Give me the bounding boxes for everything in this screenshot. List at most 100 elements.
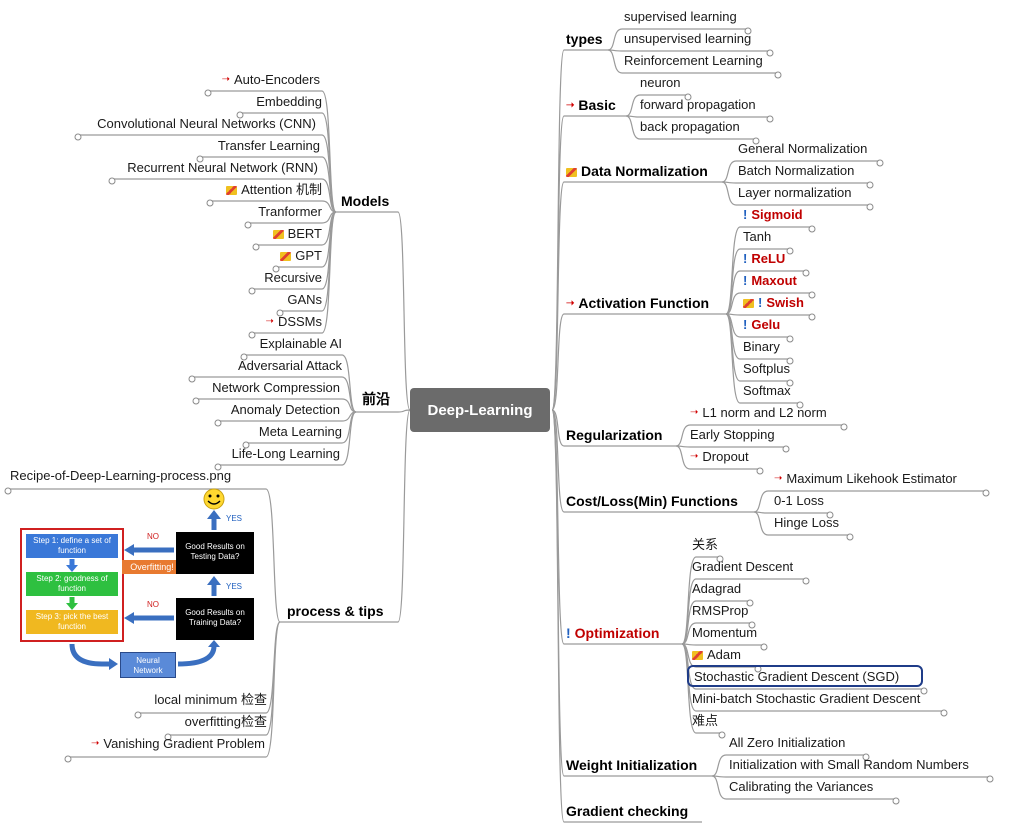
collapse-dot[interactable] bbox=[752, 137, 760, 145]
branch-frontier[interactable]: 前沿 bbox=[362, 391, 390, 407]
collapse-dot[interactable] bbox=[206, 199, 214, 207]
collapse-dot[interactable] bbox=[74, 133, 82, 141]
collapse-dot[interactable] bbox=[244, 221, 252, 229]
node-gans[interactable]: GANs bbox=[287, 292, 322, 307]
collapse-dot[interactable] bbox=[188, 375, 196, 383]
node-sigmoid[interactable]: !Sigmoid bbox=[743, 207, 803, 223]
node-neuron[interactable]: neuron bbox=[640, 75, 681, 90]
node-bert[interactable]: BERT bbox=[272, 226, 322, 242]
collapse-dot[interactable] bbox=[746, 599, 754, 607]
node-cnn[interactable]: Convolutional Neural Networks (CNN) bbox=[97, 116, 316, 131]
node-early-stopping[interactable]: Early Stopping bbox=[690, 427, 775, 442]
node-batch-normalization[interactable]: Batch Normalization bbox=[738, 163, 855, 178]
collapse-dot[interactable] bbox=[774, 71, 782, 79]
node-anomaly-detection[interactable]: Anomaly Detection bbox=[230, 402, 340, 417]
collapse-dot[interactable] bbox=[846, 533, 854, 541]
node-vanishing-gradient[interactable]: ➝Vanishing Gradient Problem bbox=[91, 736, 265, 752]
node-recursive[interactable]: Recursive bbox=[264, 270, 322, 285]
node-overfitting-check[interactable]: overfitting检查 bbox=[184, 714, 267, 729]
collapse-dot[interactable] bbox=[204, 89, 212, 97]
node-relu[interactable]: !ReLU bbox=[743, 251, 785, 267]
collapse-dot[interactable] bbox=[786, 379, 794, 387]
collapse-dot[interactable] bbox=[808, 291, 816, 299]
branch-activation-function[interactable]: ➝Activation Function bbox=[566, 294, 709, 313]
collapse-dot[interactable] bbox=[766, 115, 774, 123]
collapse-dot[interactable] bbox=[786, 357, 794, 365]
node-explainable-ai[interactable]: Explainable AI bbox=[259, 336, 342, 351]
node-reinforcement-learning[interactable]: Reinforcement Learning bbox=[624, 53, 763, 68]
collapse-dot[interactable] bbox=[940, 709, 948, 717]
node-network-compression[interactable]: Network Compression bbox=[212, 380, 340, 395]
node-small-random-init[interactable]: Initialization with Small Random Numbers bbox=[729, 757, 969, 772]
collapse-dot[interactable] bbox=[808, 225, 816, 233]
node-recipe-image-title[interactable]: Recipe-of-Deep-Learning-process.png bbox=[10, 468, 232, 483]
collapse-dot[interactable] bbox=[760, 643, 768, 651]
collapse-dot[interactable] bbox=[786, 335, 794, 343]
node-gelu[interactable]: !Gelu bbox=[743, 317, 780, 333]
branch-basic[interactable]: ➝Basic bbox=[566, 96, 616, 115]
node-swish[interactable]: !Swish bbox=[743, 295, 804, 311]
collapse-dot[interactable] bbox=[214, 463, 222, 471]
collapse-dot[interactable] bbox=[164, 733, 172, 741]
node-maxout[interactable]: !Maxout bbox=[743, 273, 797, 289]
node-attention[interactable]: Attention 机制 bbox=[226, 182, 322, 198]
collapse-dot[interactable] bbox=[248, 331, 256, 339]
node-forward-propagation[interactable]: forward propagation bbox=[640, 97, 756, 112]
node-0-1-loss[interactable]: 0-1 Loss bbox=[774, 493, 824, 508]
node-layer-normalization[interactable]: Layer normalization bbox=[738, 185, 852, 200]
collapse-dot[interactable] bbox=[240, 353, 248, 361]
collapse-dot[interactable] bbox=[876, 159, 884, 167]
collapse-dot[interactable] bbox=[718, 731, 726, 739]
node-general-normalization[interactable]: General Normalization bbox=[738, 141, 868, 156]
collapse-dot[interactable] bbox=[840, 423, 848, 431]
node-tanh[interactable]: Tanh bbox=[743, 229, 772, 244]
collapse-dot[interactable] bbox=[214, 419, 222, 427]
collapse-dot[interactable] bbox=[192, 397, 200, 405]
collapse-dot[interactable] bbox=[684, 93, 692, 101]
collapse-dot[interactable] bbox=[64, 755, 72, 763]
branch-types[interactable]: types bbox=[566, 31, 603, 47]
node-l1-l2-norm[interactable]: ➝L1 norm and L2 norm bbox=[690, 405, 827, 421]
collapse-dot[interactable] bbox=[196, 155, 204, 163]
node-adam[interactable]: Adam bbox=[692, 647, 741, 663]
collapse-dot[interactable] bbox=[766, 49, 774, 57]
branch-optimization[interactable]: !Optimization bbox=[566, 624, 659, 642]
branch-gradient-checking[interactable]: Gradient checking bbox=[566, 803, 689, 819]
node-tranformer[interactable]: Tranformer bbox=[258, 204, 322, 219]
collapse-dot[interactable] bbox=[252, 243, 260, 251]
node-mini-batch-sgd[interactable]: Mini-batch Stochastic Gradient Descent bbox=[692, 691, 921, 706]
collapse-dot[interactable] bbox=[892, 797, 900, 805]
node-all-zero-initialization[interactable]: All Zero Initialization bbox=[729, 735, 846, 750]
node-sgd[interactable]: Stochastic Gradient Descent (SGD) bbox=[694, 669, 900, 684]
collapse-dot[interactable] bbox=[920, 687, 928, 695]
node-difficulties[interactable]: 难点 bbox=[692, 713, 719, 728]
node-meta-learning[interactable]: Meta Learning bbox=[258, 424, 342, 439]
node-gpt[interactable]: GPT bbox=[280, 248, 322, 264]
collapse-dot[interactable] bbox=[826, 511, 834, 519]
branch-data-normalization[interactable]: Data Normalization bbox=[566, 162, 708, 180]
collapse-dot[interactable] bbox=[4, 487, 12, 495]
collapse-dot[interactable] bbox=[242, 441, 250, 449]
collapse-dot[interactable] bbox=[272, 265, 280, 273]
node-rnn[interactable]: Recurrent Neural Network (RNN) bbox=[127, 160, 318, 175]
node-relation[interactable]: 关系 bbox=[692, 537, 719, 552]
node-unsupervised-learning[interactable]: unsupervised learning bbox=[624, 31, 752, 46]
node-dssms[interactable]: ➝DSSMs bbox=[266, 314, 322, 330]
collapse-dot[interactable] bbox=[782, 445, 790, 453]
node-softmax[interactable]: Softmax bbox=[743, 383, 791, 398]
node-transfer-learning[interactable]: Transfer Learning bbox=[217, 138, 320, 153]
collapse-dot[interactable] bbox=[802, 269, 810, 277]
node-embedding[interactable]: Embedding bbox=[256, 94, 322, 109]
branch-regularization[interactable]: Regularization bbox=[566, 427, 663, 443]
collapse-dot[interactable] bbox=[808, 313, 816, 321]
collapse-dot[interactable] bbox=[748, 621, 756, 629]
collapse-dot[interactable] bbox=[756, 467, 764, 475]
collapse-dot[interactable] bbox=[986, 775, 994, 783]
node-adversarial-attack[interactable]: Adversarial Attack bbox=[237, 358, 342, 373]
node-maximum-likehook-estimator[interactable]: ➝Maximum Likehook Estimator bbox=[774, 471, 957, 487]
collapse-dot[interactable] bbox=[248, 287, 256, 295]
collapse-dot[interactable] bbox=[982, 489, 990, 497]
node-hinge-loss[interactable]: Hinge Loss bbox=[774, 515, 840, 530]
branch-process-tips[interactable]: process & tips bbox=[287, 603, 384, 619]
node-rmsprop[interactable]: RMSProp bbox=[692, 603, 749, 618]
